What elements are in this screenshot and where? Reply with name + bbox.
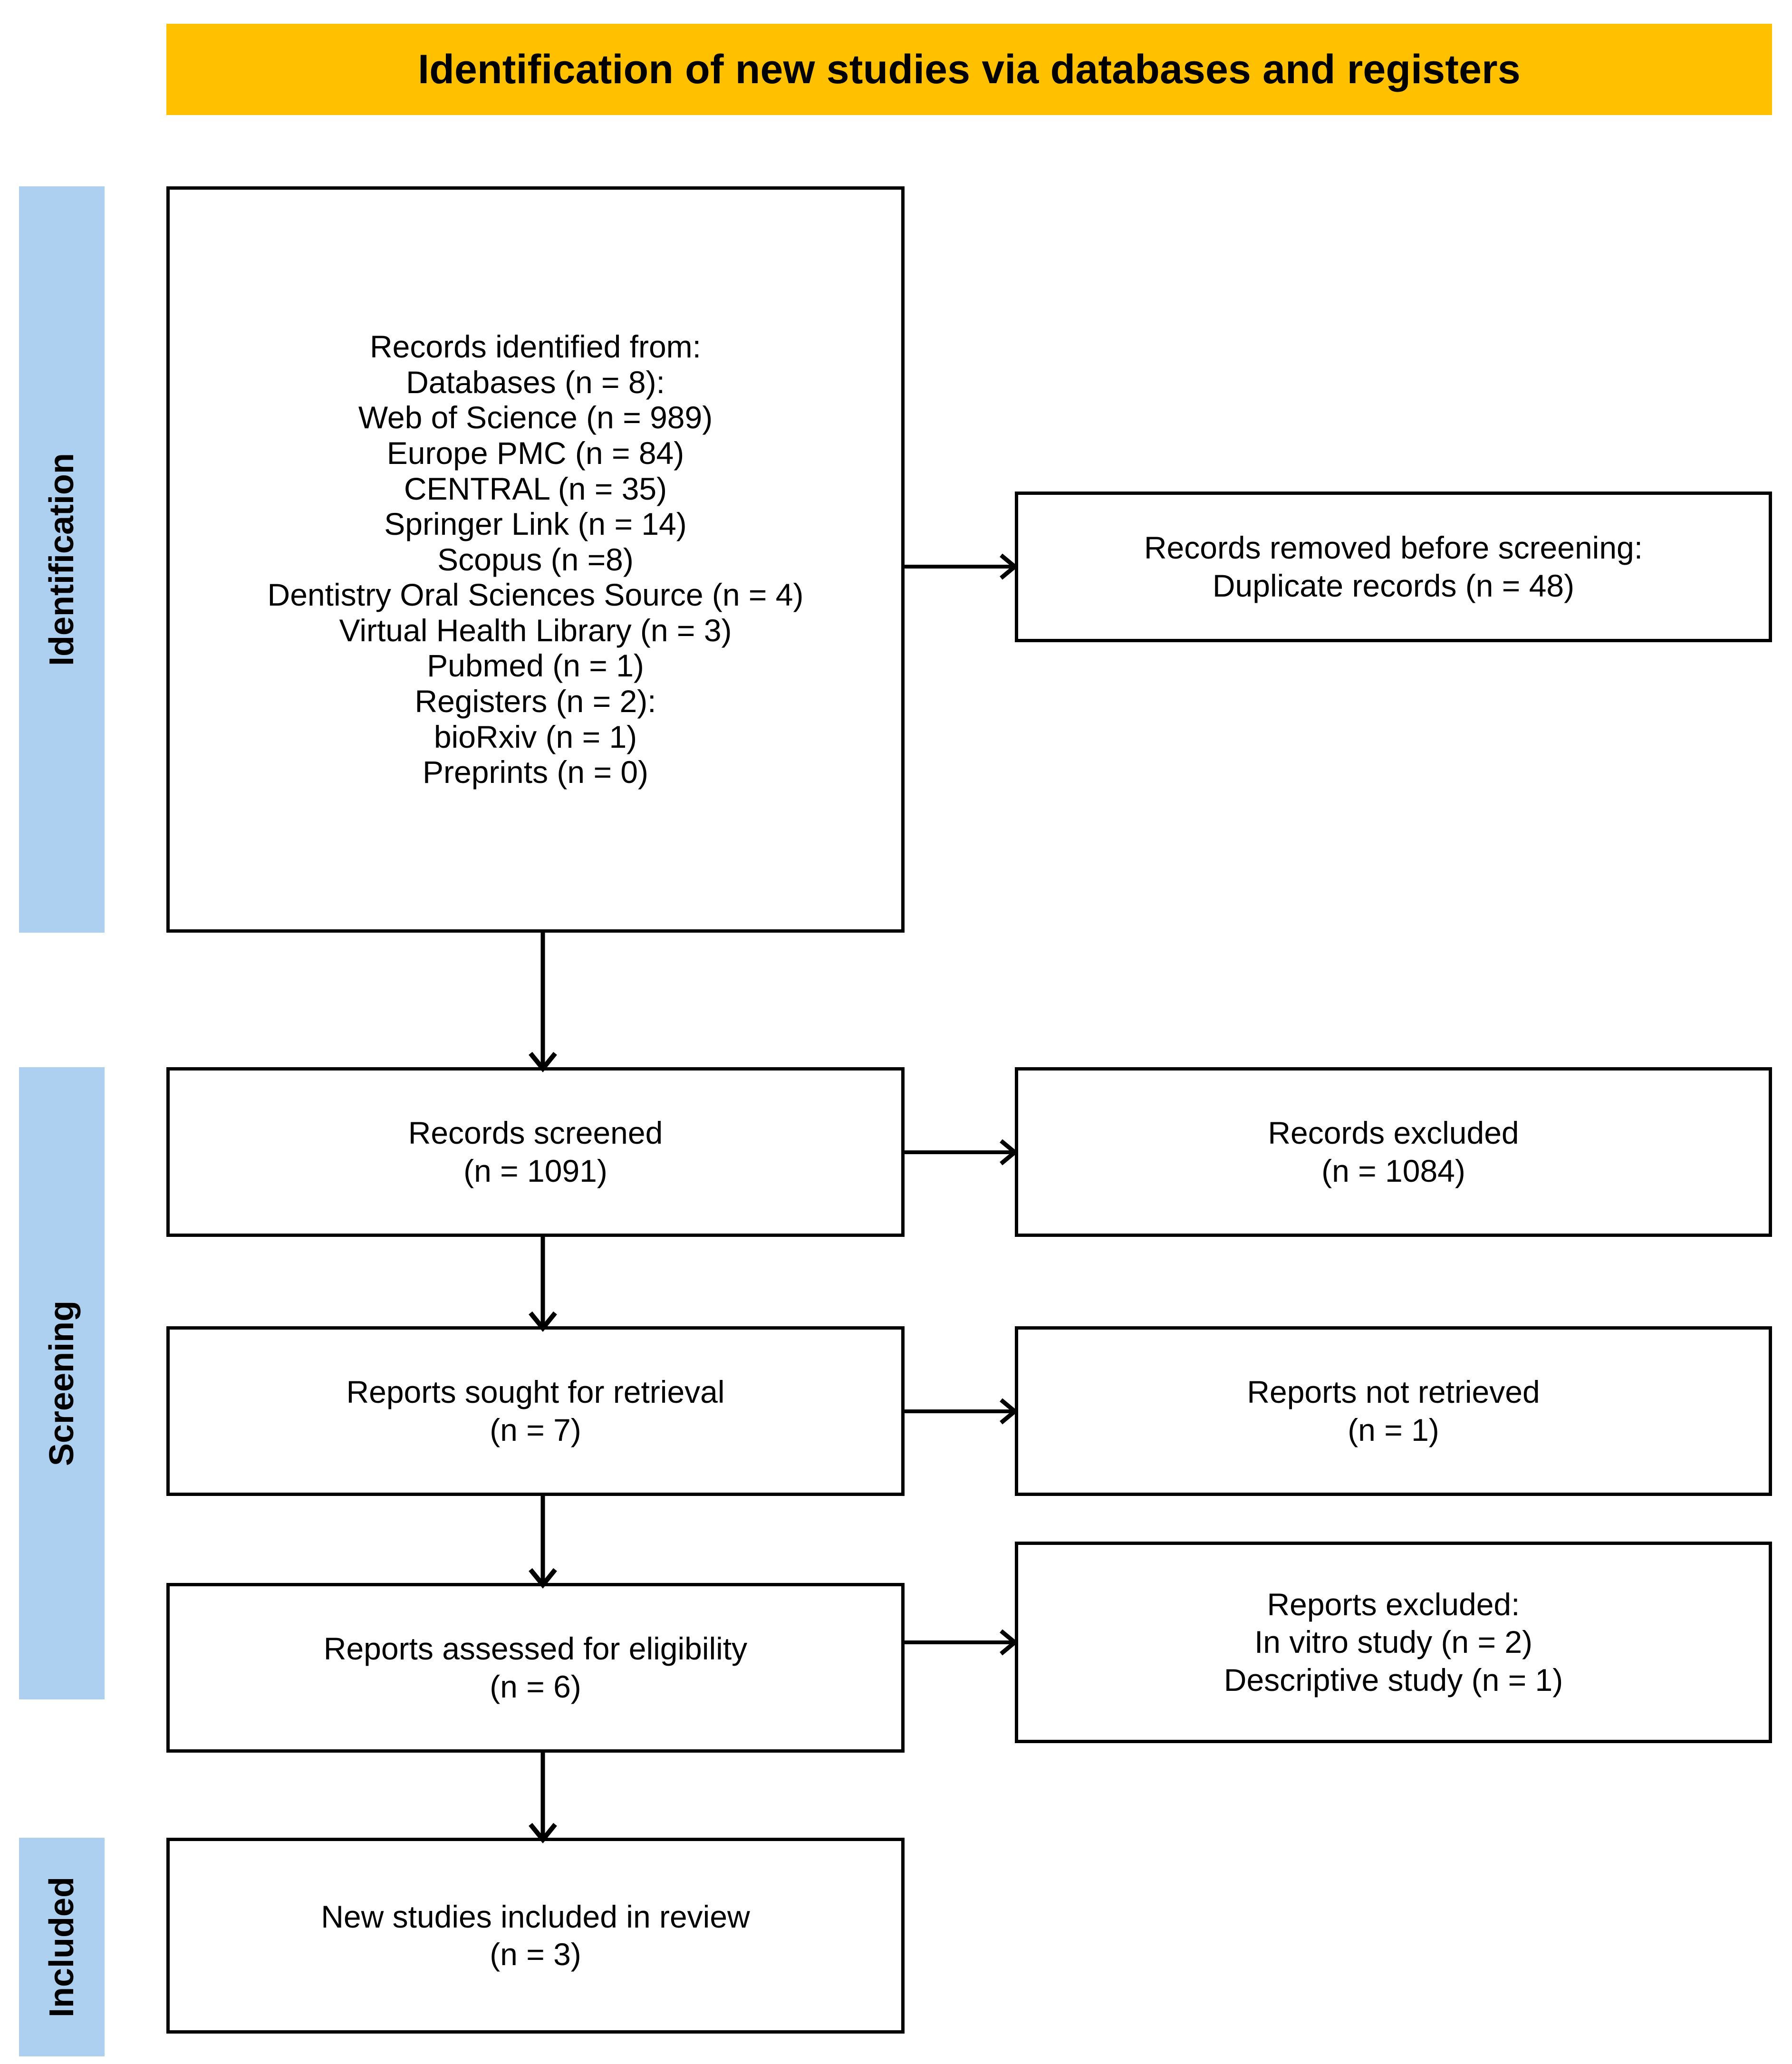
box-reports-assessed: Reports assessed for eligibility (n = 6) — [166, 1583, 905, 1753]
arrow-screened-to-sought — [519, 1237, 567, 1332]
arrow-assessed-to-reports-excluded — [905, 1623, 1019, 1661]
arrow-assessed-to-included — [519, 1753, 567, 1843]
box-line: Reports not retrieved — [1247, 1374, 1540, 1410]
box-line: Reports sought for retrieval — [346, 1374, 725, 1410]
stage-band-included: Included — [19, 1838, 105, 2056]
box-line: Descriptive study (n = 1) — [1224, 1662, 1563, 1697]
box-line: Reports excluded: — [1267, 1587, 1520, 1622]
page-title: Identification of new studies via databa… — [418, 46, 1521, 92]
box-line: (n = 1) — [1348, 1412, 1439, 1447]
box-line: Web of Science (n = 989) — [358, 400, 713, 435]
box-line: (n = 1084) — [1321, 1153, 1465, 1188]
box-line: Pubmed (n = 1) — [427, 648, 644, 684]
box-line: Duplicate records (n = 48) — [1212, 568, 1575, 603]
arrow-identified-to-screened — [519, 933, 567, 1072]
box-line: Records screened — [408, 1115, 663, 1151]
box-line: CENTRAL (n = 35) — [404, 471, 667, 506]
box-line: In vitro study (n = 2) — [1254, 1624, 1533, 1660]
box-line: (n = 6) — [490, 1669, 581, 1704]
box-line: Dentistry Oral Sciences Source (n = 4) — [267, 577, 804, 613]
box-line: Scopus (n =8) — [437, 541, 634, 577]
arrow-identified-to-removed — [905, 548, 1019, 586]
box-records-screened: Records screened (n = 1091) — [166, 1067, 905, 1237]
box-new-studies-included: New studies included in review (n = 3) — [166, 1838, 905, 2034]
box-line: (n = 3) — [490, 1937, 581, 1972]
box-line: (n = 7) — [490, 1412, 581, 1447]
box-line: Records excluded — [1268, 1115, 1519, 1151]
box-line: (n = 1091) — [463, 1153, 607, 1188]
box-records-identified: Records identified from: Databases (n = … — [166, 186, 905, 933]
box-records-excluded: Records excluded (n = 1084) — [1015, 1067, 1772, 1237]
box-records-removed: Records removed before screening: Duplic… — [1015, 492, 1772, 642]
box-line: bioRxiv (n = 1) — [434, 719, 637, 754]
box-line: Registers (n = 2): — [414, 684, 656, 719]
box-line: Reports assessed for eligibility — [323, 1631, 748, 1667]
stage-band-screening: Screening — [19, 1067, 105, 1699]
box-line: Virtual Health Library (n = 3) — [339, 612, 732, 648]
box-line: Springer Link (n = 14) — [384, 506, 687, 542]
header-banner: Identification of new studies via databa… — [166, 24, 1772, 115]
box-line: Preprints (n = 0) — [422, 754, 649, 790]
stage-band-identification: Identification — [19, 186, 105, 933]
arrow-sought-to-not-retrieved — [905, 1392, 1019, 1430]
box-line: New studies included in review — [321, 1899, 750, 1934]
box-line: Databases (n = 8): — [406, 364, 665, 400]
box-line: Europe PMC (n = 84) — [386, 435, 684, 471]
stage-label-included: Included — [43, 1876, 81, 2018]
stage-label-screening: Screening — [43, 1300, 81, 1466]
arrow-sought-to-assessed — [519, 1496, 567, 1589]
box-reports-excluded: Reports excluded: In vitro study (n = 2)… — [1015, 1542, 1772, 1743]
box-line: Records removed before screening: — [1144, 530, 1643, 566]
arrow-screened-to-excluded — [905, 1133, 1019, 1171]
box-reports-sought: Reports sought for retrieval (n = 7) — [166, 1326, 905, 1496]
stage-label-identification: Identification — [43, 453, 81, 666]
box-reports-not-retrieved: Reports not retrieved (n = 1) — [1015, 1326, 1772, 1496]
box-line: Records identified from: — [370, 329, 701, 365]
